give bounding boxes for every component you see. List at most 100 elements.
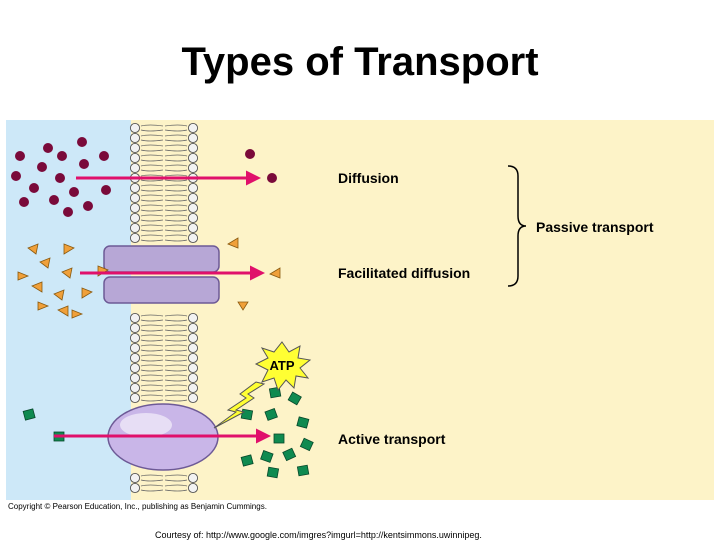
- lipid-tail: [164, 314, 188, 322]
- lipid-tail: [140, 224, 164, 232]
- lipid-head: [187, 332, 199, 344]
- transport-diagram: ATP Diffusion Facilitated diffusion Acti…: [6, 120, 714, 500]
- lipid-head: [187, 382, 199, 394]
- lipid-tail: [164, 364, 188, 372]
- lipid-head: [187, 232, 199, 244]
- lipid-tail: [140, 134, 164, 142]
- lipid-head: [129, 472, 141, 484]
- lipid-tail: [164, 234, 188, 242]
- lipid-tail: [164, 134, 188, 142]
- lipid-tail: [140, 394, 164, 402]
- lipid-tail: [164, 214, 188, 222]
- lipid-tail: [164, 474, 188, 482]
- channel-protein: [103, 245, 220, 304]
- lipid-head: [129, 122, 141, 134]
- lipid-tail: [140, 174, 164, 182]
- lipid-head: [187, 362, 199, 374]
- lipid-head: [129, 142, 141, 154]
- lipid-tail: [140, 164, 164, 172]
- lipid-tail: [164, 124, 188, 132]
- lipid-head: [187, 342, 199, 354]
- lipid-head: [129, 222, 141, 234]
- lipid-head: [129, 232, 141, 244]
- diffusion-molecules-inside: [245, 149, 277, 183]
- lipid-head: [187, 162, 199, 174]
- lipid-head: [129, 362, 141, 374]
- lipid-tail: [140, 214, 164, 222]
- lipid-head: [129, 212, 141, 224]
- lipid-head: [129, 482, 141, 494]
- lipid-head: [129, 182, 141, 194]
- lipid-tail: [140, 234, 164, 242]
- lipid-tail: [140, 354, 164, 362]
- facilitated-molecules-outside: [17, 243, 109, 319]
- lipid-tail: [164, 334, 188, 342]
- lipid-tail: [140, 364, 164, 372]
- lipid-head: [129, 152, 141, 164]
- lipid-head: [129, 322, 141, 334]
- page-title: Types of Transport: [181, 40, 539, 84]
- lipid-tail: [164, 194, 188, 202]
- lipid-head: [187, 482, 199, 494]
- passive-label: Passive transport: [536, 219, 654, 235]
- lipid-tail: [140, 184, 164, 192]
- pump-highlight: [120, 413, 172, 437]
- lipid-tail: [140, 374, 164, 382]
- lipid-tail: [140, 144, 164, 152]
- diffusion-molecules-outside: [11, 137, 111, 217]
- lipid-head: [129, 352, 141, 364]
- lipid-head: [187, 192, 199, 204]
- lipid-head: [187, 132, 199, 144]
- lipid-tail: [164, 164, 188, 172]
- lipid-tail: [164, 394, 188, 402]
- lipid-tail: [140, 194, 164, 202]
- lipid-tail: [164, 184, 188, 192]
- passive-brace: [507, 165, 527, 287]
- atp-burst-icon: [254, 341, 312, 392]
- lipid-head: [187, 392, 199, 404]
- lipid-head: [129, 332, 141, 344]
- lipid-tail: [140, 154, 164, 162]
- lipid-tail: [164, 174, 188, 182]
- lipid-head: [187, 322, 199, 334]
- diffusion-label: Diffusion: [338, 170, 399, 186]
- lipid-head: [187, 142, 199, 154]
- lipid-head: [129, 192, 141, 204]
- lipid-tail: [140, 334, 164, 342]
- energy-bolt-icon: [213, 381, 266, 429]
- lipid-head: [129, 202, 141, 214]
- lipid-head: [129, 392, 141, 404]
- lipid-head: [129, 382, 141, 394]
- lipid-tail: [164, 324, 188, 332]
- lipid-tail: [164, 344, 188, 352]
- lipid-tail: [164, 154, 188, 162]
- lipid-tail: [164, 374, 188, 382]
- lipid-tail: [140, 384, 164, 392]
- lipid-head: [187, 182, 199, 194]
- lipid-head: [129, 132, 141, 144]
- lipid-tail: [140, 124, 164, 132]
- diagram-svg: ATP Diffusion Facilitated diffusion Acti…: [6, 120, 714, 500]
- copyright-notice: Copyright © Pearson Education, Inc., pub…: [8, 502, 267, 511]
- lipid-head: [187, 372, 199, 384]
- lipid-head: [187, 472, 199, 484]
- active-molecules-inside: [240, 386, 314, 479]
- lipid-tail: [164, 144, 188, 152]
- lipid-tail: [164, 224, 188, 232]
- facilitated-molecules-inside: [227, 237, 281, 311]
- lipid-tail: [164, 384, 188, 392]
- lipid-tail: [140, 204, 164, 212]
- lipid-head: [129, 372, 141, 384]
- lipid-tail: [164, 204, 188, 212]
- lipid-head: [187, 352, 199, 364]
- courtesy-link[interactable]: Courtesy of: http://www.google.com/imgre…: [155, 530, 482, 540]
- lipid-tail: [164, 354, 188, 362]
- lipid-head: [187, 152, 199, 164]
- lipid-head: [129, 342, 141, 354]
- lipid-bilayer: [129, 122, 199, 494]
- lipid-tail: [164, 484, 188, 492]
- lipid-head: [187, 222, 199, 234]
- lipid-head: [187, 312, 199, 324]
- lipid-head: [187, 212, 199, 224]
- lipid-tail: [140, 314, 164, 322]
